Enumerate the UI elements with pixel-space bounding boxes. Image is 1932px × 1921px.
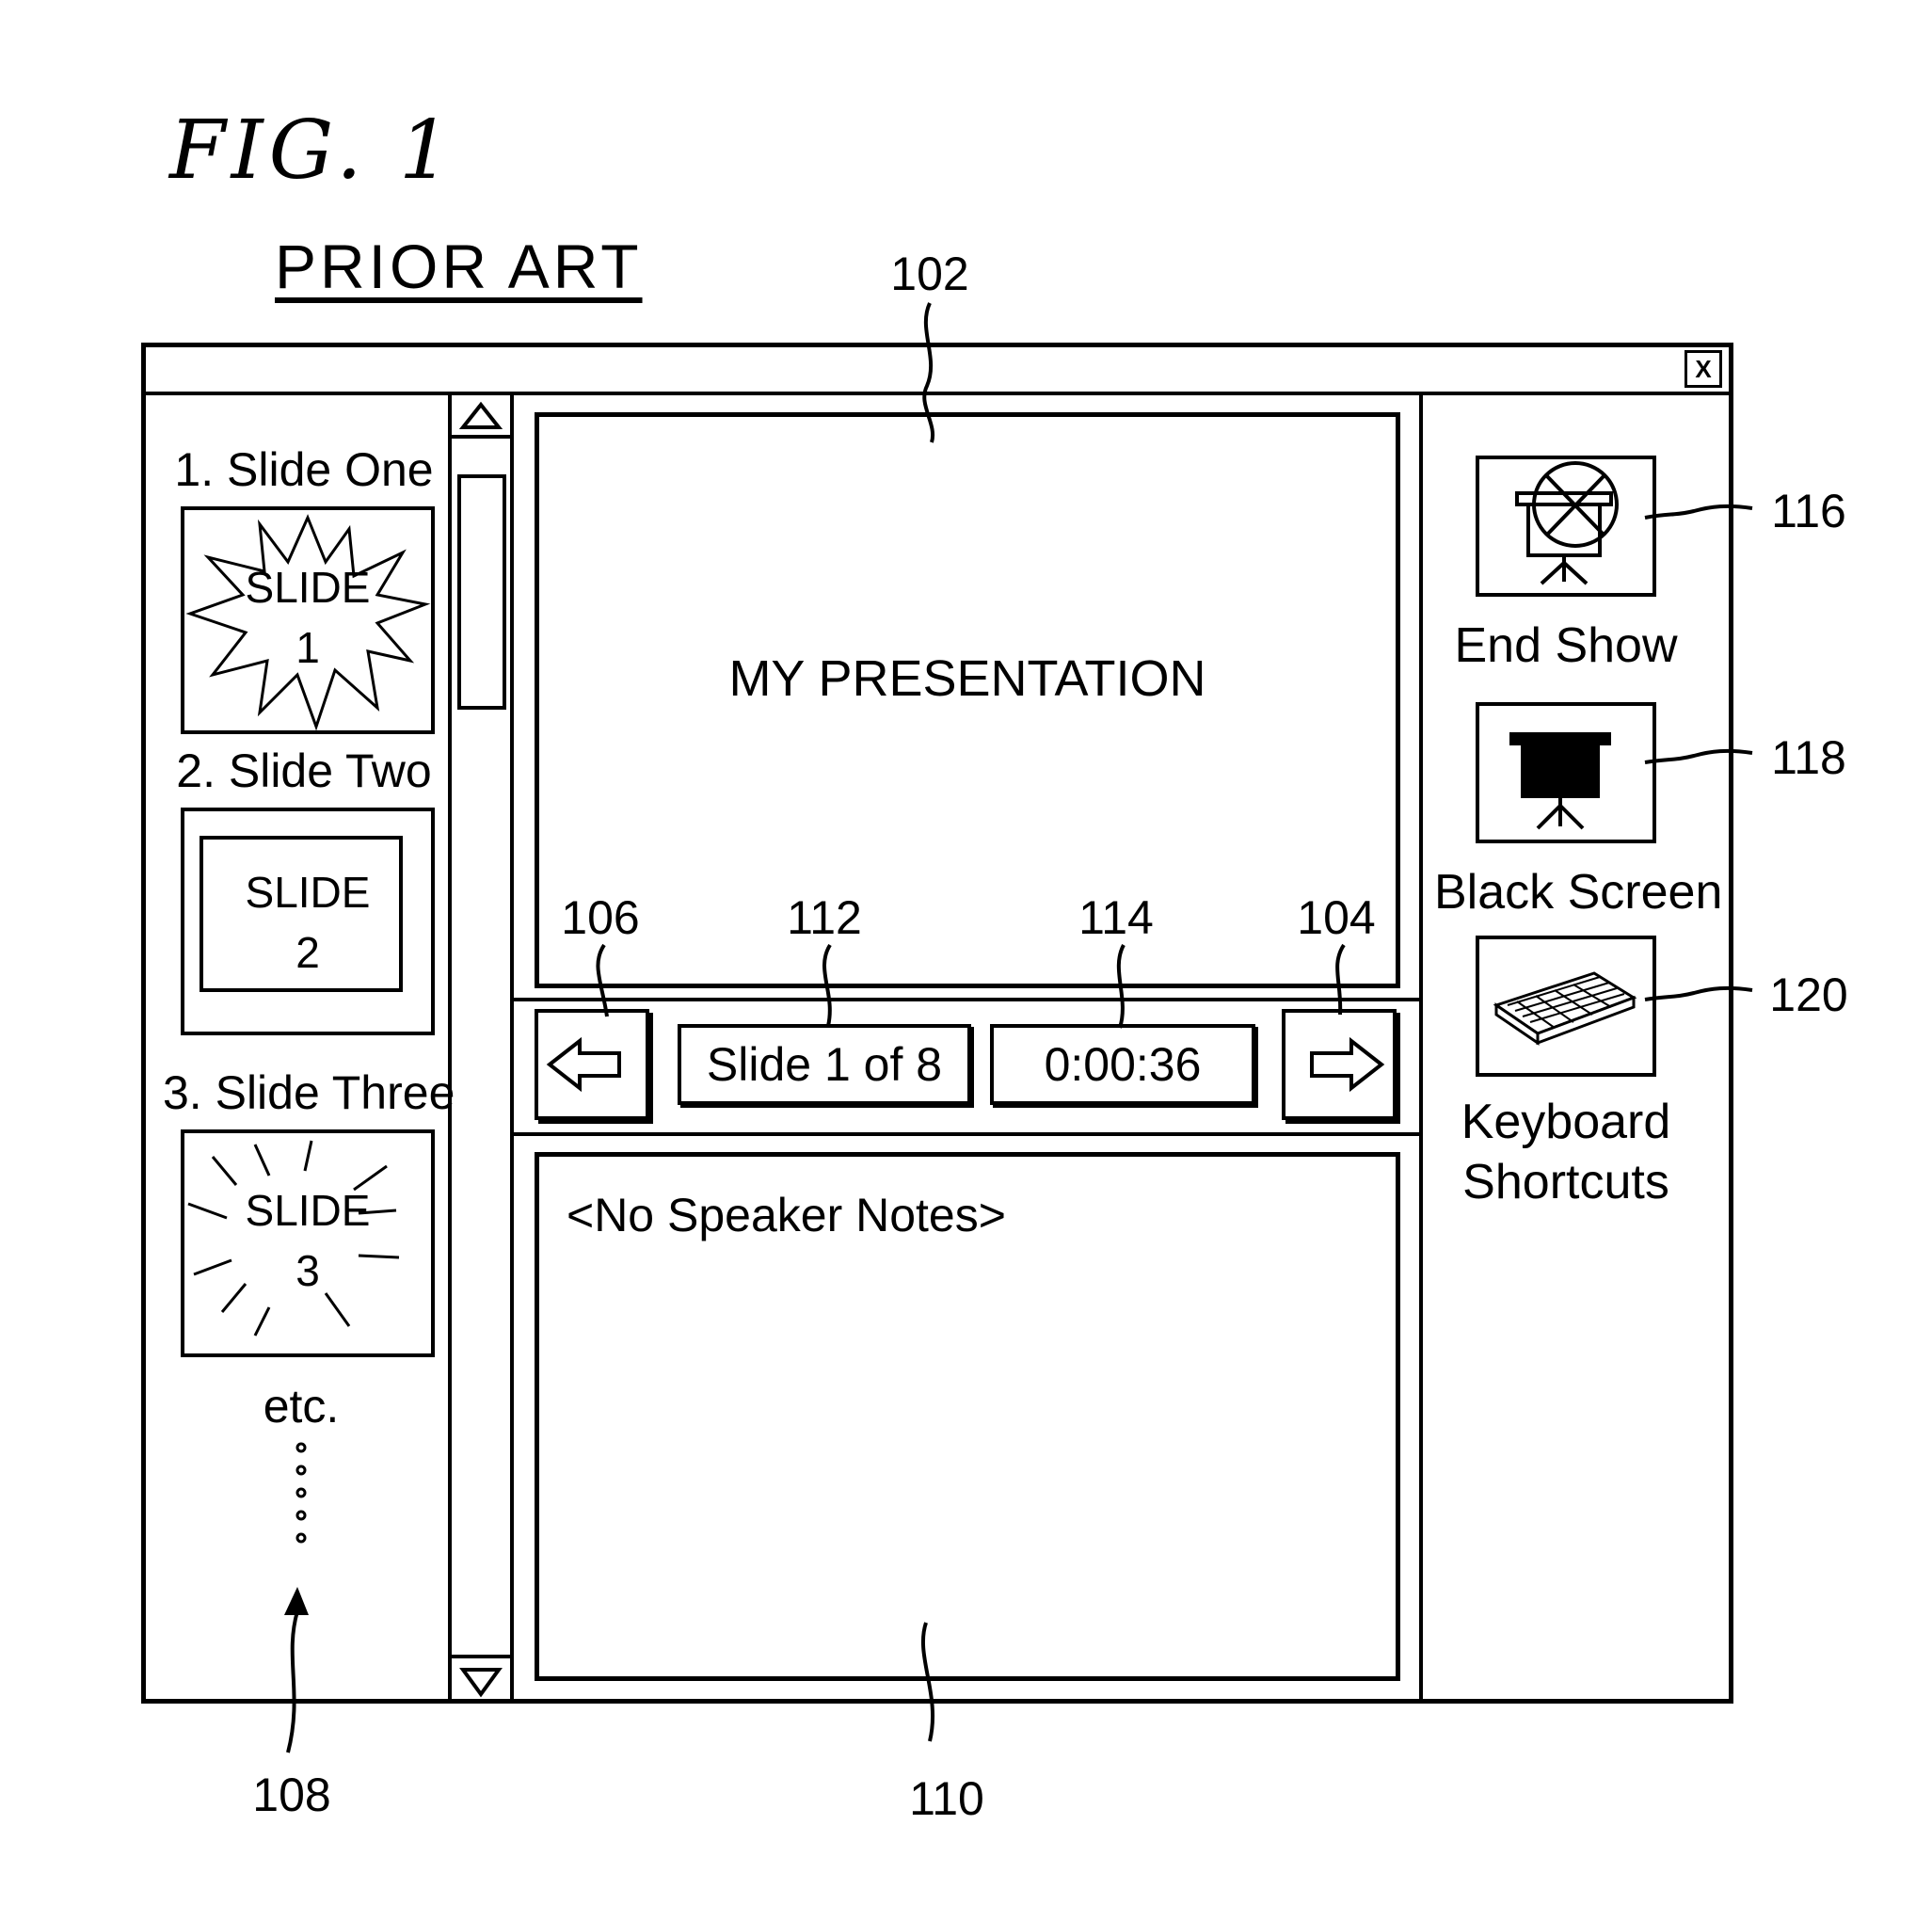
thumbnail-caption-3: 3. Slide Three — [163, 1065, 445, 1120]
ref-118: 118 — [1743, 730, 1875, 785]
slide-title: MY PRESENTATION — [535, 649, 1400, 708]
keyboard-shortcuts-button[interactable] — [1476, 936, 1656, 1077]
slide-counter: Slide 1 of 8 — [678, 1024, 971, 1105]
thumbnail-2-line2: 2 — [295, 922, 320, 983]
ref-106: 106 — [535, 890, 666, 945]
title-bar — [141, 343, 1733, 395]
ref-102: 102 — [864, 247, 996, 301]
keyboard-shortcuts-label-line1: Keyboard — [1434, 1092, 1698, 1152]
arrow-up-icon — [452, 395, 510, 439]
next-slide-button[interactable] — [1282, 1009, 1397, 1120]
black-screen-button[interactable] — [1476, 702, 1656, 843]
thumbnail-caption-1: 1. Slide One — [163, 442, 445, 497]
thumbnail-slide-1[interactable]: SLIDE 1 — [181, 506, 435, 734]
tools-pane — [1419, 395, 1423, 1702]
arrow-right-icon — [1285, 1013, 1393, 1116]
arrow-down-icon — [452, 1658, 510, 1704]
thumbnails-etc-label: etc. — [235, 1379, 367, 1433]
navigation-bar — [514, 998, 1419, 1001]
thumbnail-1-line2: 1 — [295, 617, 320, 678]
navigation-bar-bottom — [514, 1132, 1419, 1136]
thumbnail-3-line1: SLIDE — [246, 1180, 371, 1241]
projector-black-icon — [1479, 706, 1653, 840]
scroll-up-button[interactable] — [452, 395, 510, 439]
keyboard-shortcuts-label: Keyboard Shortcuts — [1434, 1092, 1698, 1212]
ref-114: 114 — [1050, 890, 1182, 945]
black-screen-label: Black Screen — [1434, 864, 1698, 920]
keyboard-icon — [1479, 939, 1653, 1073]
previous-slide-button[interactable] — [535, 1009, 649, 1120]
ref-112: 112 — [758, 890, 890, 945]
figure-title: FIG. 1 — [169, 104, 456, 198]
thumbnail-2-line1: SLIDE — [246, 862, 371, 922]
ref-108: 108 — [226, 1768, 358, 1822]
keyboard-shortcuts-label-line2: Shortcuts — [1434, 1152, 1698, 1212]
close-button[interactable]: X — [1685, 350, 1722, 388]
thumbnail-3-line2: 3 — [295, 1241, 320, 1301]
thumbnail-slide-2[interactable]: SLIDE 2 — [181, 808, 435, 1035]
end-show-button[interactable] — [1476, 456, 1656, 597]
scroll-down-button[interactable] — [452, 1655, 510, 1700]
ref-110: 110 — [881, 1771, 1013, 1826]
figure-subtitle: PRIOR ART — [275, 231, 643, 302]
thumbnail-slide-3[interactable]: SLIDE 3 — [181, 1129, 435, 1357]
end-show-label: End Show — [1453, 617, 1679, 674]
speaker-notes-text: <No Speaker Notes> — [567, 1188, 1006, 1242]
ref-104: 104 — [1270, 890, 1402, 945]
projector-crossed-icon — [1479, 459, 1653, 593]
thumbnail-1-line1: SLIDE — [246, 557, 371, 617]
arrow-left-icon — [538, 1013, 646, 1116]
ref-120: 120 — [1743, 968, 1875, 1022]
elapsed-timer: 0:00:36 — [990, 1024, 1255, 1105]
thumbnail-caption-2: 2. Slide Two — [163, 744, 445, 798]
ref-116: 116 — [1743, 484, 1875, 538]
scrollbar-thumb[interactable] — [457, 474, 506, 710]
